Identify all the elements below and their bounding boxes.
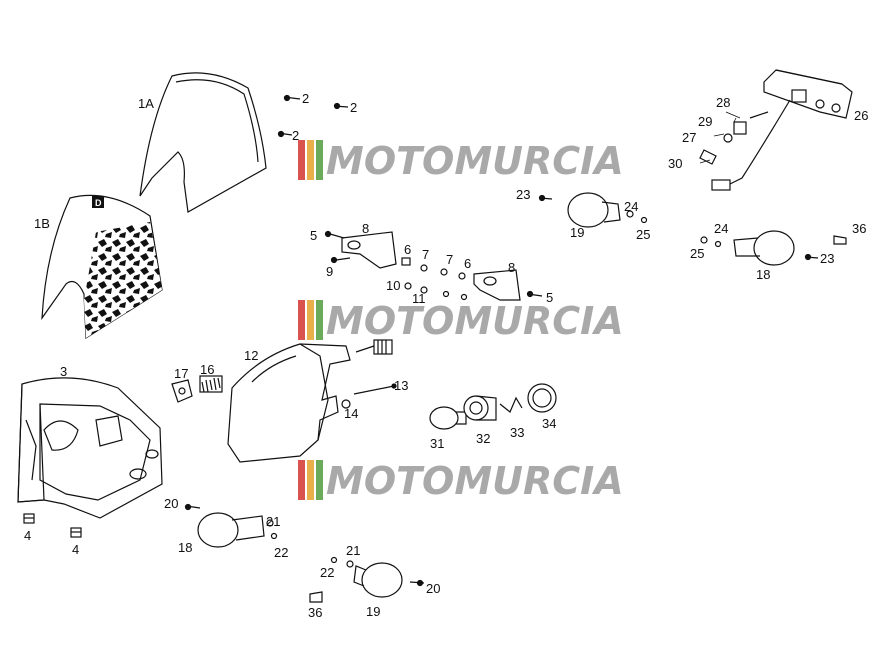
tail-light <box>711 69 853 191</box>
windscreen-upper <box>139 72 267 213</box>
callout-2: 2 <box>350 100 357 115</box>
callout-24: 24 <box>624 199 638 214</box>
callout-9: 9 <box>326 264 333 279</box>
svg-text:MOTOMURCIA: MOTOMURCIA <box>326 459 624 503</box>
callout-20: 20 <box>426 581 440 596</box>
callout-34: 34 <box>542 416 556 431</box>
screw-2b <box>333 102 349 110</box>
bracket-8-left <box>324 230 428 272</box>
callout-27: 27 <box>682 130 696 145</box>
bulb-ring <box>527 383 557 413</box>
callout-19: 19 <box>366 604 380 619</box>
nut-4a <box>23 513 35 524</box>
tail-light-fasteners <box>699 111 769 165</box>
callout-2: 2 <box>302 91 309 106</box>
leader-lines <box>699 111 741 164</box>
adjuster-screw <box>355 339 393 355</box>
svg-text:MOTOMURCIA: MOTOMURCIA <box>326 299 624 343</box>
screw-2a <box>283 94 301 102</box>
indicator-left-rear <box>309 556 425 603</box>
callout-18: 18 <box>756 267 770 282</box>
callout-labels: 1A 1B 2 2 2 3 4 4 5 8 6 7 9 7 6 8 10 11 … <box>24 91 868 620</box>
watermark-top: MOTOMURCIA <box>298 139 624 183</box>
callout-29: 29 <box>698 114 712 129</box>
callout-32: 32 <box>476 431 490 446</box>
callout-8: 8 <box>508 260 515 275</box>
callout-36: 36 <box>852 221 866 236</box>
callout-23: 23 <box>820 251 834 266</box>
nut-4b <box>70 527 82 538</box>
callout-10: 10 <box>386 278 400 293</box>
bracket-8-right <box>404 268 543 301</box>
indicator-right-front <box>538 192 648 228</box>
clip <box>171 379 193 403</box>
callout-33: 33 <box>510 425 524 440</box>
callout-8: 8 <box>362 221 369 236</box>
callout-36: 36 <box>308 605 322 620</box>
callout-28: 28 <box>716 95 730 110</box>
callout-21: 21 <box>266 514 280 529</box>
callout-5: 5 <box>546 290 553 305</box>
headlight-fairing <box>17 377 163 519</box>
callout-11: 11 <box>412 291 426 306</box>
wire-connector <box>499 396 523 413</box>
callout-25: 25 <box>636 227 650 242</box>
indicator-left-front <box>184 503 278 548</box>
callout-7: 7 <box>422 247 429 262</box>
watermark-bottom: MOTOMURCIA <box>298 459 624 503</box>
callout-23: 23 <box>516 187 530 202</box>
callout-31: 31 <box>430 436 444 451</box>
indicator-right-rear <box>700 230 847 266</box>
callout-2: 2 <box>292 128 299 143</box>
callout-1a: 1A <box>138 96 154 111</box>
headlight-unit <box>227 343 397 463</box>
callout-16: 16 <box>200 362 214 377</box>
callout-18: 18 <box>178 540 192 555</box>
bulb-holder <box>463 395 497 421</box>
bulb <box>429 406 467 430</box>
callout-4: 4 <box>24 528 31 543</box>
spring <box>199 375 223 393</box>
screw-2c <box>277 130 293 138</box>
callout-13: 13 <box>394 378 408 393</box>
callout-6: 6 <box>404 242 411 257</box>
callout-4: 4 <box>72 542 79 557</box>
callout-6: 6 <box>464 256 471 271</box>
callout-3: 3 <box>60 364 67 379</box>
callout-20: 20 <box>164 496 178 511</box>
callout-5: 5 <box>310 228 317 243</box>
callout-17: 17 <box>174 366 188 381</box>
callout-19: 19 <box>570 225 584 240</box>
callout-30: 30 <box>668 156 682 171</box>
callout-21: 21 <box>346 543 360 558</box>
watermark-middle: MOTOMURCIA <box>298 299 624 343</box>
callout-14: 14 <box>344 406 358 421</box>
callout-24: 24 <box>714 221 728 236</box>
callout-12: 12 <box>244 348 258 363</box>
callout-22: 22 <box>320 565 334 580</box>
callout-1b: 1B <box>34 216 50 231</box>
callout-7: 7 <box>446 252 453 267</box>
svg-text:MOTOMURCIA: MOTOMURCIA <box>326 139 624 183</box>
callout-26: 26 <box>854 108 868 123</box>
callout-25: 25 <box>690 246 704 261</box>
windscreen-lower-decal <box>41 194 163 340</box>
callout-22: 22 <box>274 545 288 560</box>
decal-letter: D <box>95 198 102 208</box>
